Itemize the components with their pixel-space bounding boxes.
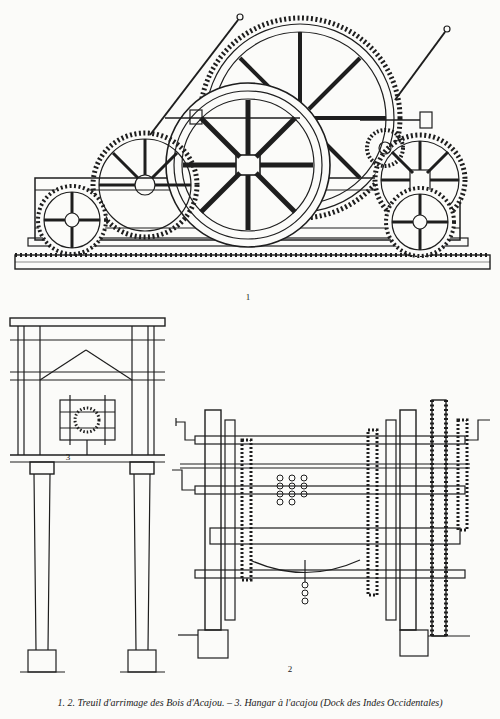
- hangar-elevation: [10, 318, 165, 672]
- figure-number: 2: [288, 664, 293, 674]
- figure-number: 1: [246, 292, 251, 302]
- caption: 1. 2. Treuil d'arrimage des Bois d'Acajo…: [57, 697, 442, 708]
- figure-number: 3: [66, 452, 71, 462]
- side-elevation: [15, 14, 490, 269]
- plan-view: [172, 400, 490, 658]
